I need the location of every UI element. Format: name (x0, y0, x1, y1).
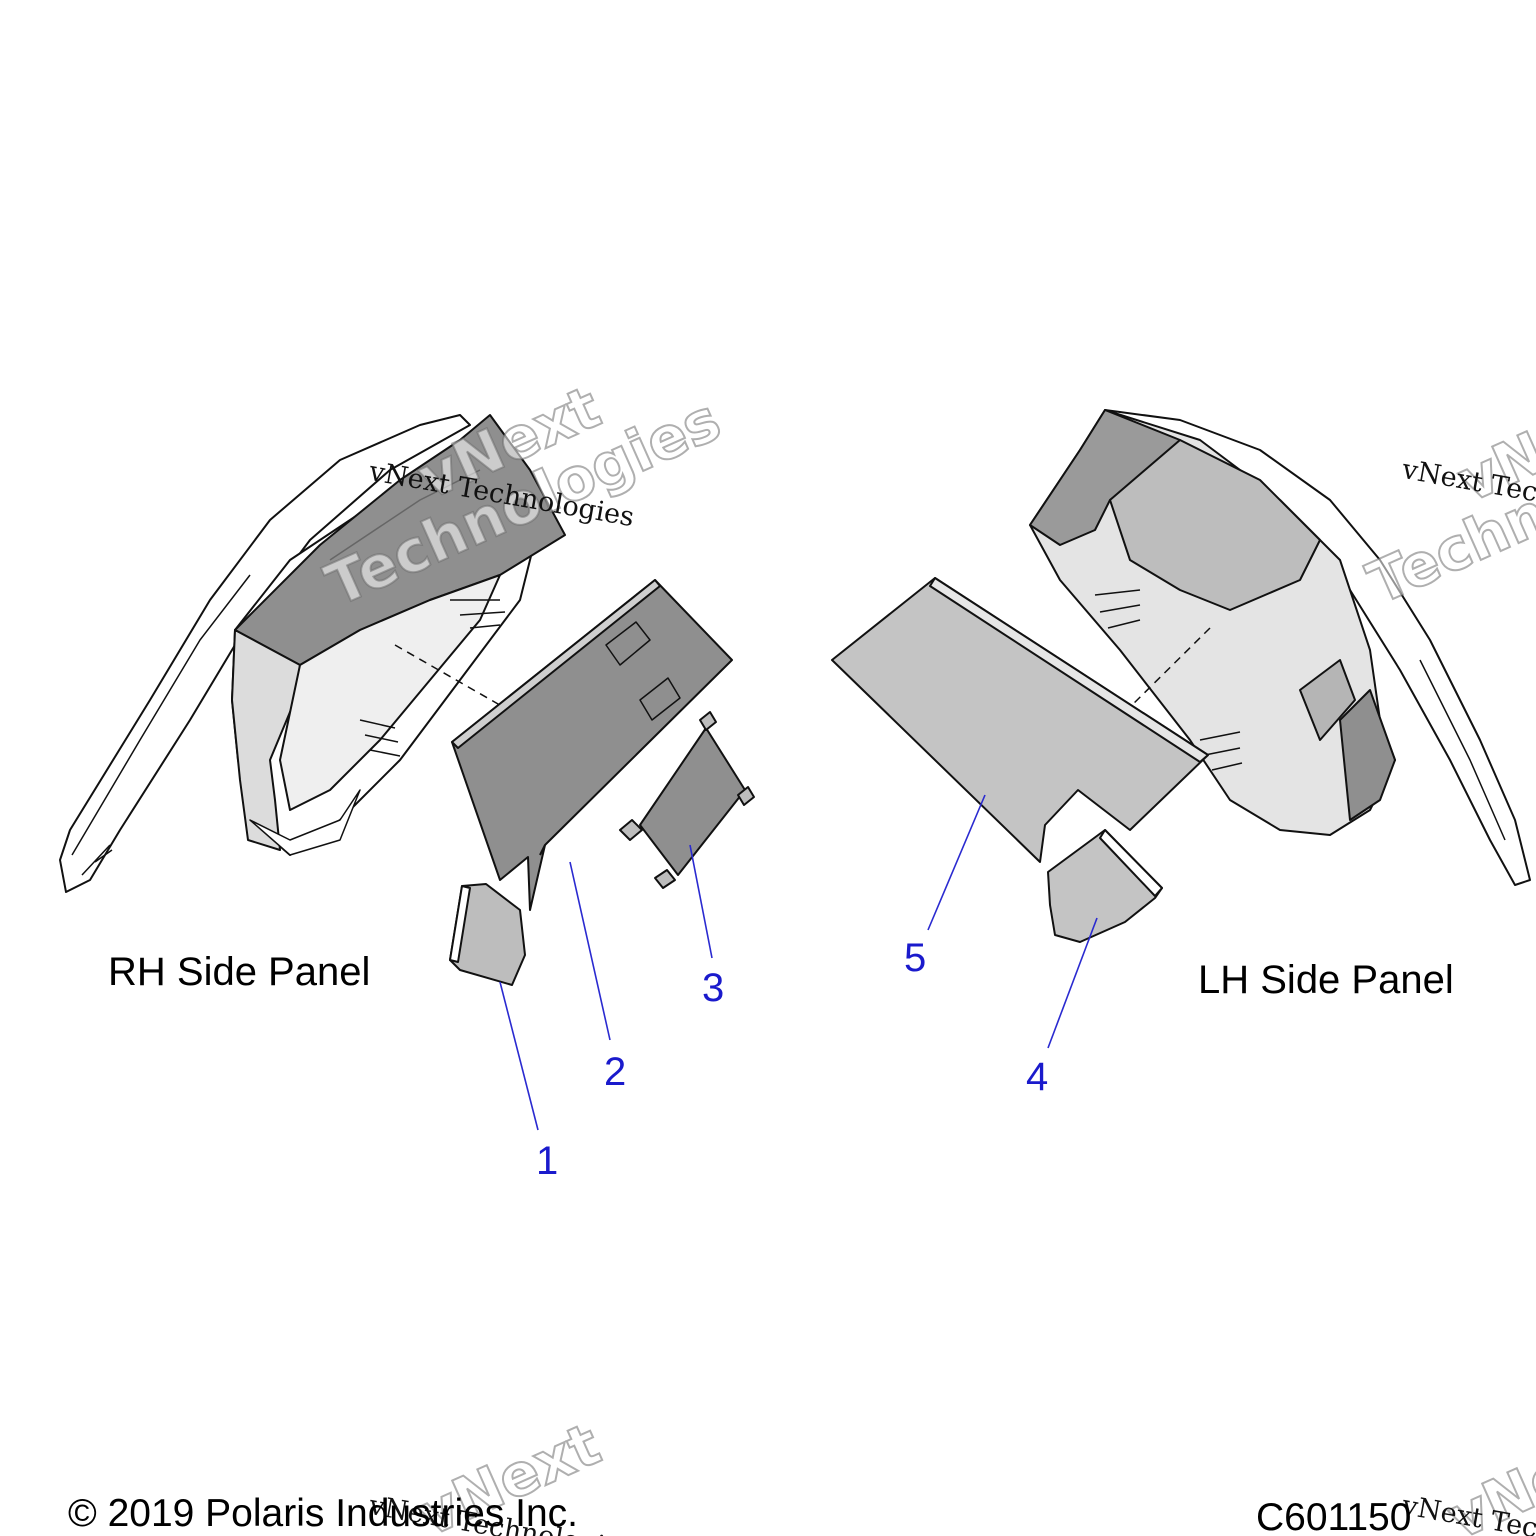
leader-5 (927, 794, 986, 931)
callout-leaders (499, 794, 1098, 1131)
rh-side-panel-label: RH Side Panel (108, 950, 371, 994)
part-5-shape (831, 577, 1209, 863)
rh-side-panel-shape (59, 414, 566, 893)
leader-4 (1047, 917, 1098, 1049)
lh-dashed-leader (1124, 627, 1211, 713)
lh-side-panel-shape (1029, 409, 1531, 886)
rh-dashed-leader (394, 644, 513, 713)
callout-4: 4 (1026, 1055, 1049, 1099)
part-4-shape (1047, 829, 1163, 943)
callout-1: 1 (536, 1139, 559, 1183)
copyright-text: © 2019 Polaris Industries Inc. (68, 1492, 578, 1535)
part-1-shape (449, 883, 526, 986)
callout-3: 3 (702, 966, 725, 1010)
part-2-shape (451, 579, 733, 911)
lh-side-panel-label: LH Side Panel (1198, 958, 1454, 1002)
figure-id: C601150 (1256, 1496, 1412, 1536)
callout-2: 2 (604, 1050, 627, 1094)
callout-5: 5 (904, 936, 927, 980)
leader-3 (689, 844, 713, 959)
part-3-shape (619, 711, 755, 889)
leader-1 (499, 981, 539, 1131)
leader-2 (569, 861, 611, 1041)
